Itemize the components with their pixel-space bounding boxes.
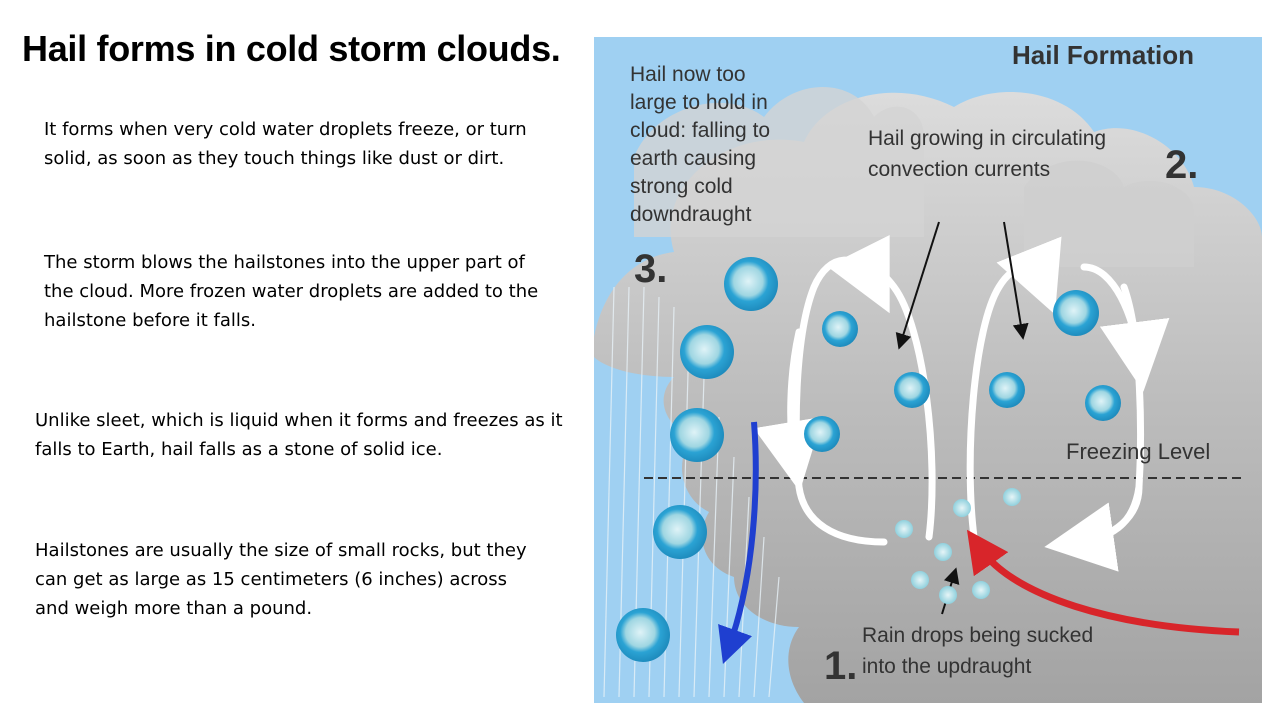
updraught-arrow: [966, 529, 1240, 636]
convection-arrows: [753, 235, 1170, 572]
paragraph-upper-cloud: The storm blows the hailstones into the …: [44, 252, 539, 331]
hailstone: [653, 505, 707, 559]
hailstone: [680, 325, 734, 379]
svg-text:Rain drops being sucked: Rain drops being sucked: [862, 624, 1093, 647]
svg-text:earth causing: earth causing: [630, 147, 756, 170]
slide-title: Hail forms in cold storm clouds.: [22, 28, 561, 69]
svg-text:strong cold: strong cold: [630, 175, 733, 198]
svg-text:cloud: falling to: cloud: falling to: [630, 119, 770, 142]
downdraught-arrow: [718, 421, 759, 664]
hailstone: [724, 257, 778, 311]
svg-text:downdraught: downdraught: [630, 203, 752, 226]
paragraph-hailstone-size: Hailstones are usually the size of small…: [35, 540, 527, 619]
svg-text:Hail growing in circulating: Hail growing in circulating: [868, 127, 1106, 150]
svg-text:convection currents: convection currents: [868, 158, 1050, 181]
step-number-2: 2.: [1165, 143, 1198, 187]
hailstone: [822, 311, 858, 347]
hailstone: [1085, 385, 1121, 421]
label-hail-falling: Hail now too large to hold in cloud: fal…: [630, 63, 770, 226]
hailstones: [616, 257, 1121, 662]
svg-text:large to hold in: large to hold in: [630, 91, 768, 114]
step-number-3: 3.: [634, 247, 667, 291]
hailstone: [804, 416, 840, 452]
step-number-1: 1.: [824, 644, 857, 688]
paragraph-freezing: It forms when very cold water droplets f…: [44, 119, 527, 169]
hailstone: [670, 408, 724, 462]
hailstone: [1053, 290, 1099, 336]
diagram-title: Hail Formation: [1012, 40, 1194, 70]
svg-text:Hail now too: Hail now too: [630, 63, 746, 86]
svg-text:into the updraught: into the updraught: [862, 655, 1031, 678]
hail-formation-diagram: Hail Formation Hail now too large to hol…: [594, 37, 1262, 703]
label-rain-drops: Rain drops being sucked into the updraug…: [862, 624, 1093, 678]
hailstone: [616, 608, 670, 662]
hailstone: [989, 372, 1025, 408]
paragraph-sleet-comparison: Unlike sleet, which is liquid when it fo…: [35, 410, 563, 460]
rain-drops: [895, 488, 1021, 604]
label-hail-growing: Hail growing in circulating convection c…: [868, 127, 1106, 181]
label-freezing-level: Freezing Level: [1066, 439, 1210, 464]
hailstone: [894, 372, 930, 408]
